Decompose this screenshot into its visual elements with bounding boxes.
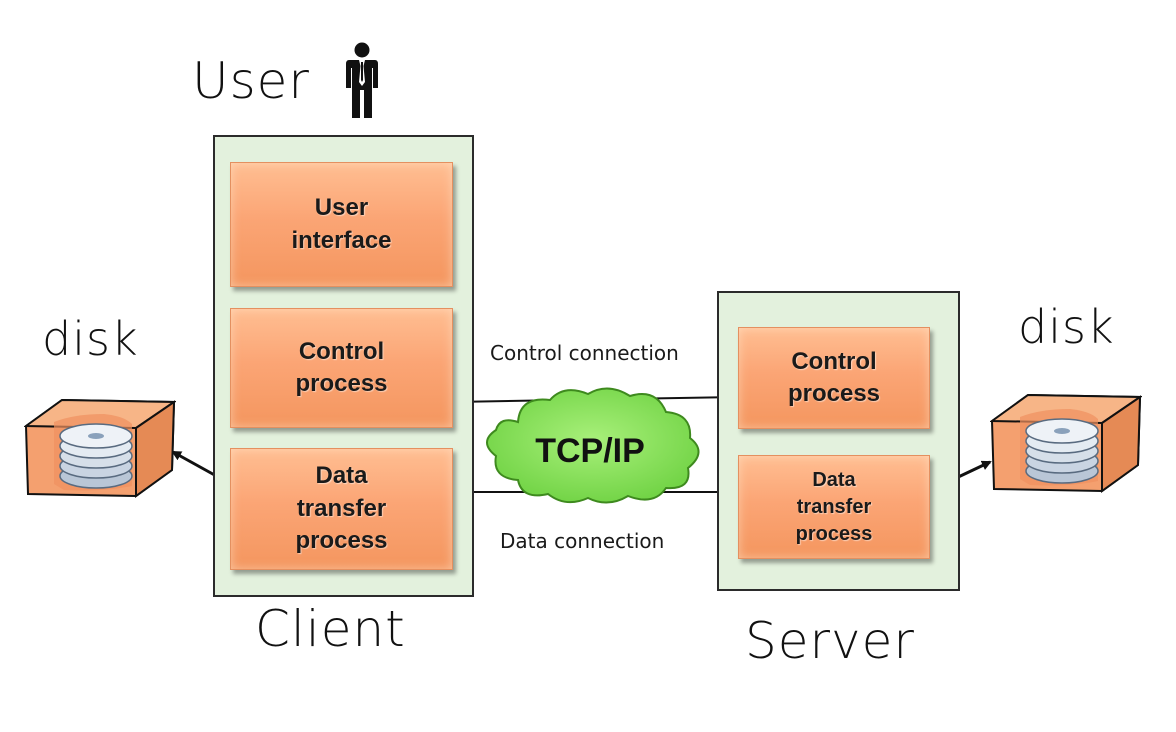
client-data-transfer-process-label: Data transfer process: [295, 462, 388, 555]
tcp-ip-label: TCP/IP: [535, 432, 645, 470]
control-connection-label: Control connection: [490, 341, 679, 365]
disk-box-icon: [24, 398, 176, 498]
user-label: User: [192, 52, 310, 110]
client-user-interface-label: User interface: [291, 194, 392, 254]
disk-left-label: disk: [42, 312, 139, 366]
cloud-icon: [486, 387, 700, 504]
person-icon: [346, 42, 378, 118]
client-user-interface-box: User interface: [230, 162, 453, 287]
server-data-transfer-process-box: Data transfer process: [738, 455, 930, 559]
data-connection-label: Data connection: [500, 529, 665, 553]
disk-right-label: disk: [1018, 300, 1115, 354]
server-data-transfer-process-label: Data transfer process: [795, 468, 873, 545]
server-control-process-label: Control process: [787, 347, 881, 407]
server-label: Server: [745, 612, 915, 670]
client-control-process-label: Control process: [295, 337, 388, 397]
disk-box-icon: [990, 393, 1142, 493]
client-data-transfer-process-box: Data transfer process: [230, 448, 453, 570]
client-label: Client: [255, 600, 406, 658]
server-control-process-box: Control process: [738, 327, 930, 429]
client-control-process-box: Control process: [230, 308, 453, 428]
